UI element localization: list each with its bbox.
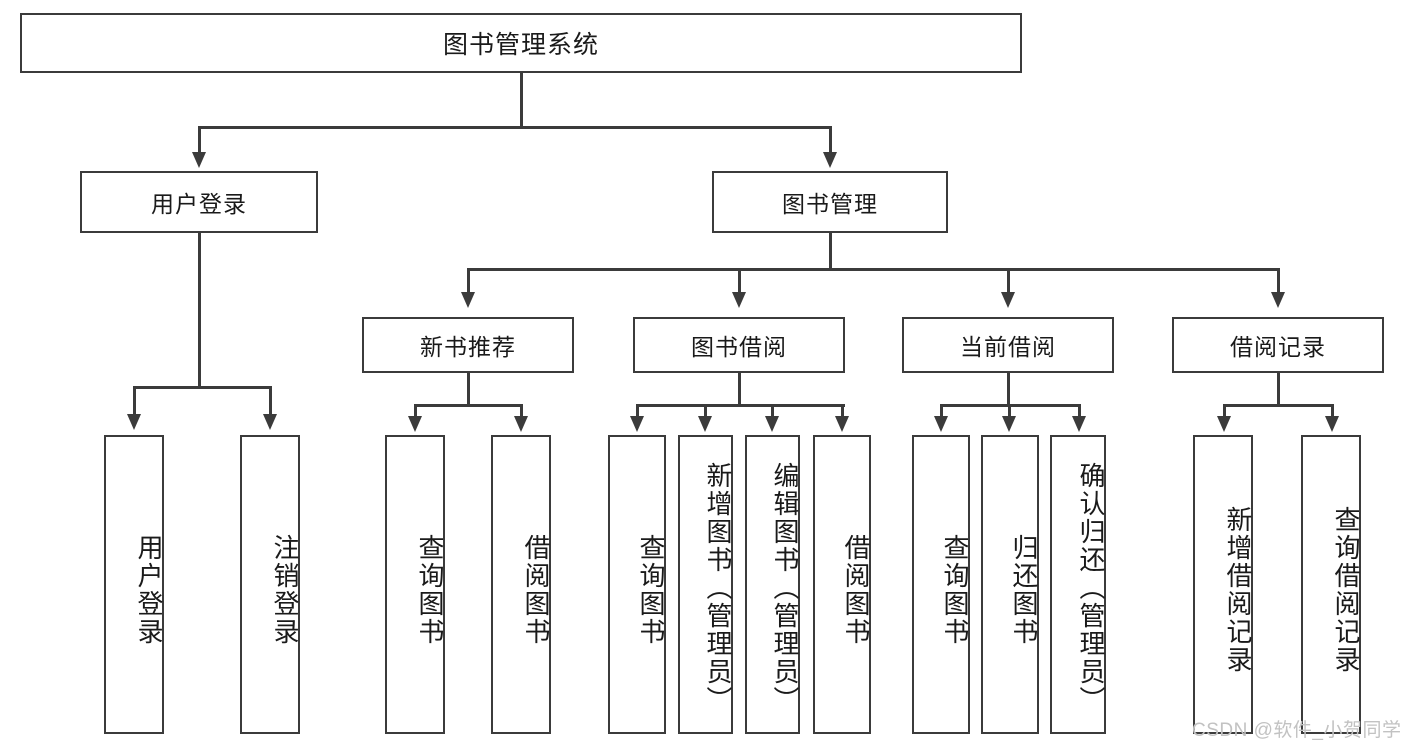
arrow-book-borrow-child-3 xyxy=(765,416,779,432)
arrow-new-book-recommend-child-2 xyxy=(514,416,528,432)
node-label: 归还图书 xyxy=(1009,533,1039,646)
node-label: 新增图书（管理员） xyxy=(703,461,733,714)
leaf-borrow-records-query-record[interactable]: 查询借阅记录 xyxy=(1301,435,1361,734)
leaf-user-login-logout[interactable]: 注销登录 xyxy=(240,435,300,734)
leaf-current-borrow-query-book[interactable]: 查询图书 xyxy=(912,435,970,734)
node-current-borrow[interactable]: 当前借阅 xyxy=(902,317,1114,373)
connector-user-login-stem xyxy=(198,233,201,388)
node-new-book-recommend[interactable]: 新书推荐 xyxy=(362,317,574,373)
connector-book-borrow-child-3 xyxy=(771,404,774,418)
arrow-book-borrow-child-1 xyxy=(630,416,644,432)
connector-current-borrow-child-1 xyxy=(940,404,943,418)
connector-to-borrow-records xyxy=(1277,268,1280,294)
connector-borrow-records-bus xyxy=(1223,404,1333,407)
leaf-book-borrow-edit-book-admin[interactable]: 编辑图书（管理员） xyxy=(745,435,800,734)
arrow-book-borrow-child-2 xyxy=(698,416,712,432)
connector-book-borrow-child-1 xyxy=(636,404,639,418)
connector-root-stem xyxy=(520,73,523,127)
csdn-watermark: CSDN @软件_小贺同学 xyxy=(1192,715,1401,742)
arrow-to-current-borrow xyxy=(1001,292,1015,308)
node-label: 编辑图书（管理员） xyxy=(770,461,800,714)
node-label: 借阅记录 xyxy=(1230,334,1326,360)
leaf-new-book-borrow-book[interactable]: 借阅图书 xyxy=(491,435,551,734)
leaf-book-borrow-borrow-book[interactable]: 借阅图书 xyxy=(813,435,871,734)
connector-root-bus xyxy=(198,126,832,129)
watermark-text: CSDN @软件_小贺同学 xyxy=(1192,720,1402,741)
node-borrow-records[interactable]: 借阅记录 xyxy=(1172,317,1384,373)
leaf-borrow-records-add-record[interactable]: 新增借阅记录 xyxy=(1193,435,1253,734)
connector-to-current-borrow xyxy=(1007,268,1010,294)
connector-book-borrow-bus xyxy=(636,404,845,407)
connector-current-borrow-child-3 xyxy=(1078,404,1081,418)
connector-new-book-recommend-child-2 xyxy=(520,404,523,418)
connector-to-book-borrow xyxy=(738,268,741,294)
node-label: 图书借阅 xyxy=(691,334,787,360)
connector-book-borrow-child-2 xyxy=(704,404,707,418)
leaf-current-borrow-return-book[interactable]: 归还图书 xyxy=(981,435,1039,734)
node-label: 用户登录 xyxy=(134,533,164,646)
connector-borrow-records-stem xyxy=(1277,373,1280,406)
connector-book-borrow-child-4 xyxy=(841,404,844,418)
connector-book-management-bus xyxy=(467,268,1279,271)
connector-new-book-recommend-bus xyxy=(414,404,522,407)
node-root-book-management-system[interactable]: 图书管理系统 xyxy=(20,13,1022,73)
connector-book-borrow-stem xyxy=(738,373,741,406)
arrow-borrow-records-child-1 xyxy=(1217,416,1231,432)
arrow-to-borrow-records xyxy=(1271,292,1285,308)
node-label: 新增借阅记录 xyxy=(1223,505,1253,674)
leaf-book-borrow-query-book[interactable]: 查询图书 xyxy=(608,435,666,734)
leaf-book-borrow-add-book-admin[interactable]: 新增图书（管理员） xyxy=(678,435,733,734)
leaf-current-borrow-confirm-return-admin[interactable]: 确认归还（管理员） xyxy=(1050,435,1106,734)
arrow-current-borrow-child-3 xyxy=(1072,416,1086,432)
node-label: 查询借阅记录 xyxy=(1331,505,1361,674)
node-label: 查询图书 xyxy=(415,533,445,646)
node-label: 查询图书 xyxy=(636,533,666,646)
connector-to-user-login xyxy=(198,126,201,154)
arrow-to-new-book-recommend xyxy=(461,292,475,308)
node-label: 借阅图书 xyxy=(841,533,871,646)
connector-user-login-child-1 xyxy=(133,386,136,416)
arrow-new-book-recommend-child-1 xyxy=(408,416,422,432)
node-user-login[interactable]: 用户登录 xyxy=(80,171,318,233)
node-label: 注销登录 xyxy=(270,533,300,646)
leaf-user-login-login[interactable]: 用户登录 xyxy=(104,435,164,734)
node-label: 新书推荐 xyxy=(420,334,516,360)
connector-user-login-child-2 xyxy=(269,386,272,416)
leaf-new-book-query-book[interactable]: 查询图书 xyxy=(385,435,445,734)
node-label: 图书管理系统 xyxy=(442,31,599,59)
node-label: 查询图书 xyxy=(940,533,970,646)
connector-borrow-records-child-1 xyxy=(1223,404,1226,418)
arrow-current-borrow-child-2 xyxy=(1002,416,1016,432)
connector-to-book-management xyxy=(829,126,832,154)
arrow-to-book-borrow xyxy=(732,292,746,308)
connector-new-book-recommend-stem xyxy=(467,373,470,406)
arrow-borrow-records-child-2 xyxy=(1325,416,1339,432)
node-book-borrow[interactable]: 图书借阅 xyxy=(633,317,845,373)
connector-current-borrow-child-2 xyxy=(1008,404,1011,418)
node-label: 借阅图书 xyxy=(521,533,551,646)
arrow-current-borrow-child-1 xyxy=(934,416,948,432)
arrow-to-book-management xyxy=(823,152,837,168)
arrow-book-borrow-child-4 xyxy=(835,416,849,432)
arrow-user-login-child-1 xyxy=(127,414,141,430)
node-label: 用户登录 xyxy=(151,191,247,217)
connector-to-new-book-recommend xyxy=(467,268,470,294)
node-label: 当前借阅 xyxy=(960,334,1056,360)
connector-borrow-records-child-2 xyxy=(1331,404,1334,418)
node-label: 图书管理 xyxy=(782,191,878,217)
arrow-user-login-child-2 xyxy=(263,414,277,430)
connector-user-login-bus xyxy=(133,386,270,389)
node-book-management[interactable]: 图书管理 xyxy=(712,171,948,233)
node-label: 确认归还（管理员） xyxy=(1076,461,1106,714)
arrow-to-user-login xyxy=(192,152,206,168)
connector-new-book-recommend-child-1 xyxy=(414,404,417,418)
connector-current-borrow-stem xyxy=(1007,373,1010,406)
connector-book-management-stem xyxy=(829,233,832,269)
